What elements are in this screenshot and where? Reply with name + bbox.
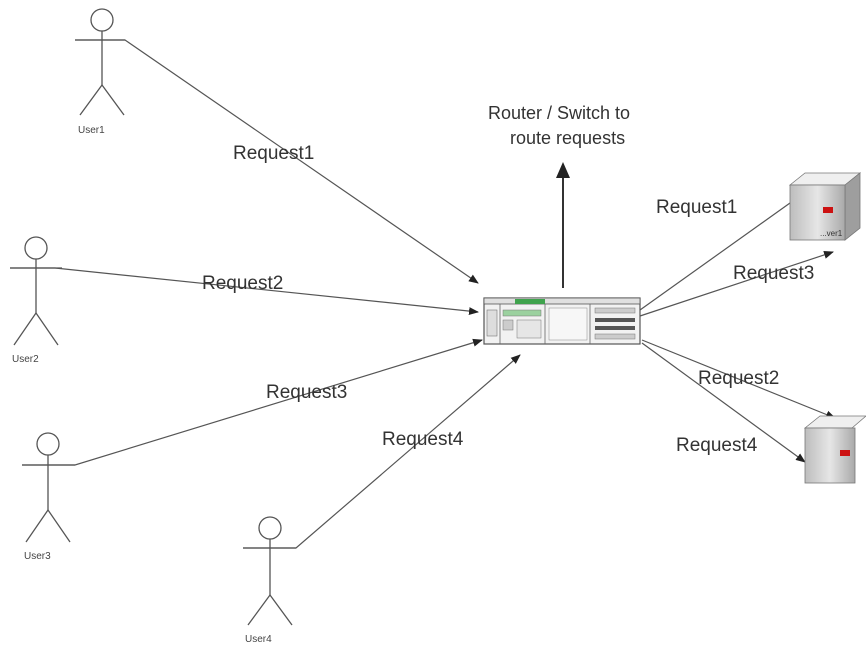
server-1-led <box>823 207 833 213</box>
user3-label: User3 <box>24 551 51 562</box>
router-caption-line1: Router / Switch to <box>488 103 630 123</box>
edge-router-server2-request2 <box>641 339 836 419</box>
user4-label: User4 <box>245 634 272 645</box>
server1-label: ...ver1 <box>820 229 843 238</box>
server-1 <box>788 172 862 241</box>
server-2 <box>803 415 866 484</box>
server-2-led <box>840 450 850 456</box>
request4-label: Request4 <box>382 429 464 450</box>
server1-request3-label: Request3 <box>733 263 814 284</box>
user1-label: User1 <box>78 125 105 136</box>
request2-label: Request2 <box>202 273 283 294</box>
user4-actor <box>243 516 296 626</box>
edge-router-server1-request3 <box>639 251 834 317</box>
server2-request2-label: Request2 <box>698 368 779 389</box>
edge-router-server2-request4 <box>641 342 806 463</box>
router-caption-line2: route requests <box>510 128 625 148</box>
server2-request4-label: Request4 <box>676 435 758 456</box>
router-switch-device <box>483 297 641 345</box>
user1-actor <box>75 8 125 116</box>
server1-request1-label: Request1 <box>656 197 737 218</box>
user2-label: User2 <box>12 354 39 365</box>
request1-label: Request1 <box>233 143 314 164</box>
request3-label: Request3 <box>266 382 347 403</box>
user3-actor <box>22 432 75 543</box>
router-caption-arrowhead <box>556 162 570 178</box>
user2-actor <box>10 236 62 346</box>
